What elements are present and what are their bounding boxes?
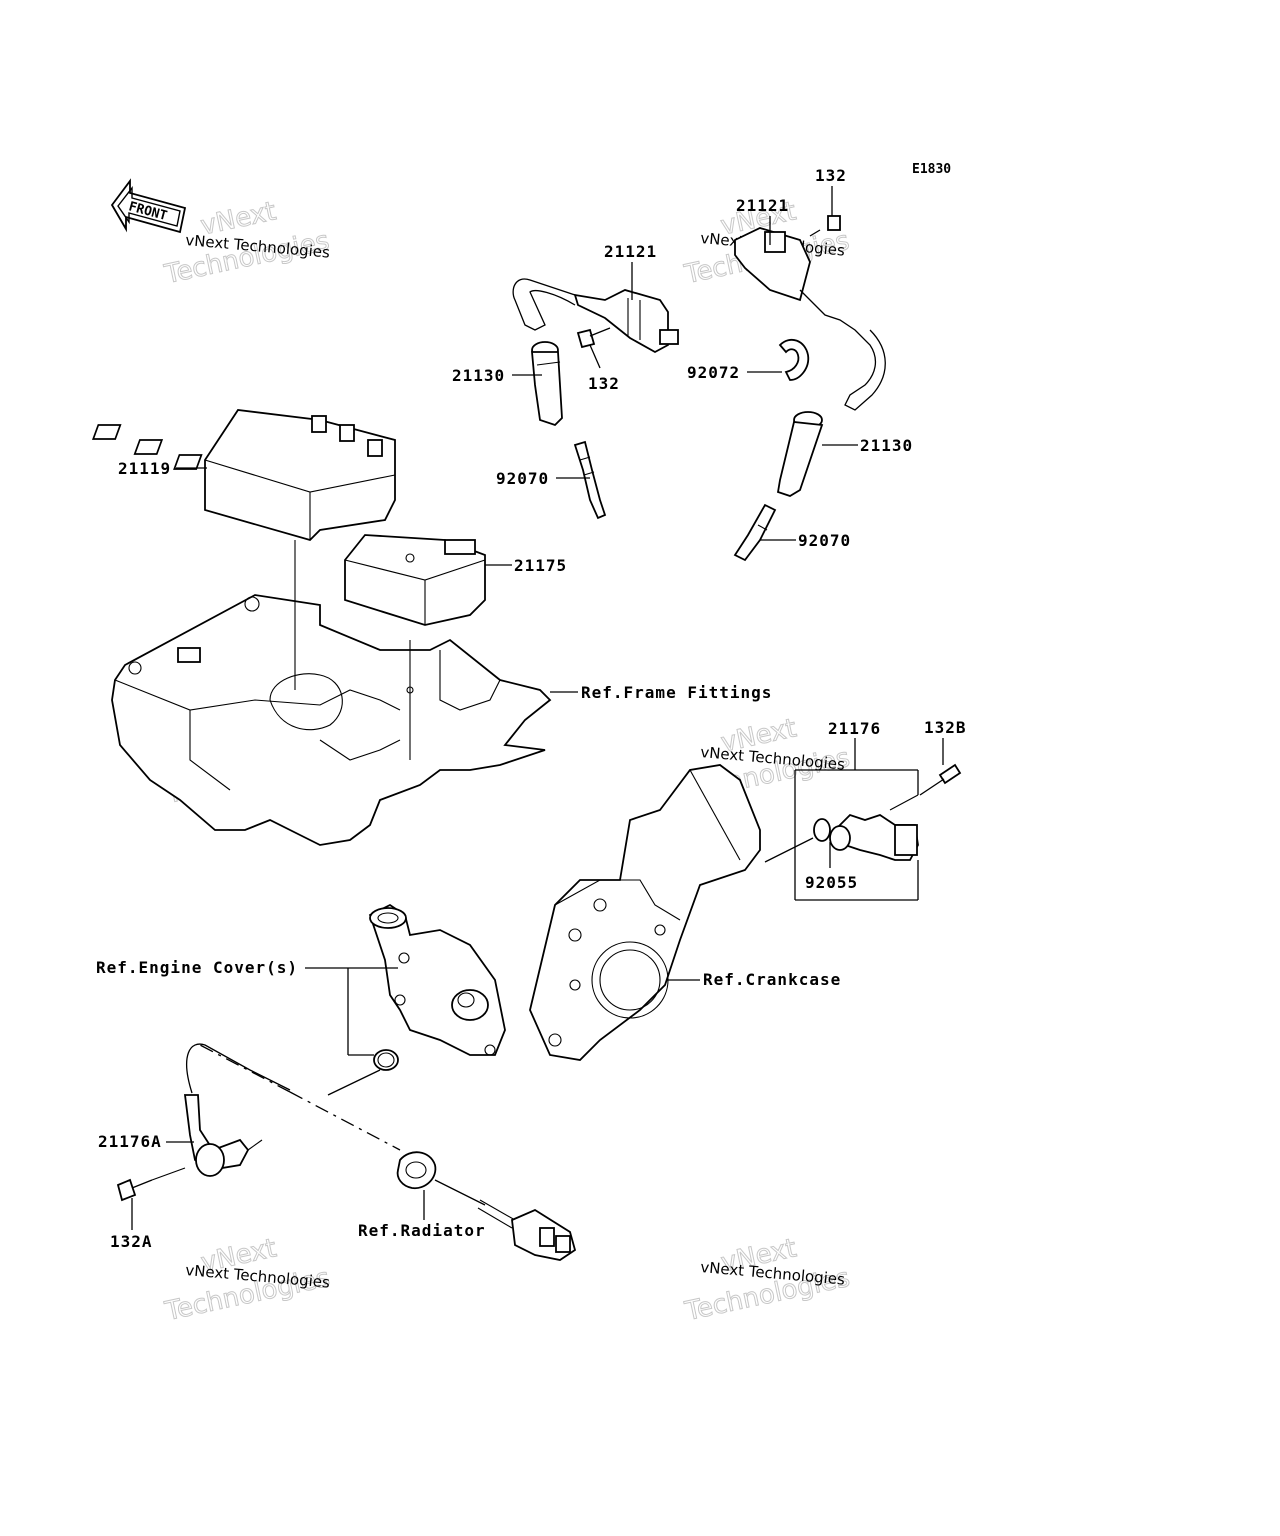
callout-21176: 21176 — [828, 719, 881, 738]
callout-21175: 21175 — [514, 556, 567, 575]
ref-radiator: Ref.Radiator — [358, 1221, 486, 1240]
callout-92070-left: 92070 — [496, 469, 549, 488]
callout-21130-right: 21130 — [860, 436, 913, 455]
crankcase — [529, 764, 761, 1061]
bolt-132A-icon — [116, 1178, 153, 1202]
clamp-92072-icon — [778, 338, 810, 381]
callout-21121-left: 21121 — [604, 242, 657, 261]
plug-cap-right — [776, 411, 824, 497]
engine-cover — [368, 903, 506, 1056]
callout-21119: 21119 — [118, 459, 171, 478]
ref-engine-cover: Ref.Engine Cover(s) — [96, 958, 298, 977]
callout-132B: 132B — [924, 718, 967, 737]
diagram-code: E1830 — [912, 162, 951, 177]
bolt-132-top-icon — [809, 215, 841, 237]
radiator-connector — [477, 1199, 577, 1261]
o-ring-icon — [373, 1049, 399, 1071]
callout-92072: 92072 — [687, 363, 740, 382]
callout-92055: 92055 — [805, 873, 858, 892]
ref-frame-fittings: Ref.Frame Fittings — [581, 683, 772, 702]
crank-sensor-21176 — [829, 813, 919, 861]
regulator-21175 — [344, 534, 486, 626]
o-ring-92055-icon — [813, 818, 831, 842]
radiator-clamp-icon — [396, 1151, 437, 1190]
callout-92070-right: 92070 — [798, 531, 851, 550]
ignition-coil-right — [734, 227, 886, 411]
front-arrow-icon: FRONT — [110, 178, 187, 234]
spark-plug-left — [573, 440, 607, 520]
leader-lines — [131, 186, 944, 1230]
ignition-coil-left — [512, 278, 679, 354]
plug-cap-left — [531, 341, 563, 427]
callout-132-mid: 132 — [588, 374, 620, 393]
frame-tray — [111, 540, 552, 846]
ref-crankcase: Ref.Crankcase — [703, 970, 841, 989]
callout-132-top: 132 — [815, 166, 847, 185]
temp-sensor-21176A — [183, 1043, 291, 1177]
bolt-132-mid-icon — [576, 327, 611, 349]
bolt-132B-icon — [919, 763, 962, 796]
callout-132A: 132A — [110, 1232, 153, 1251]
callout-21176A: 21176A — [98, 1132, 162, 1151]
callout-21121-right: 21121 — [736, 196, 789, 215]
ecu-21119 — [91, 409, 396, 542]
callout-21130-left: 21130 — [452, 366, 505, 385]
spark-plug-right — [733, 503, 777, 562]
